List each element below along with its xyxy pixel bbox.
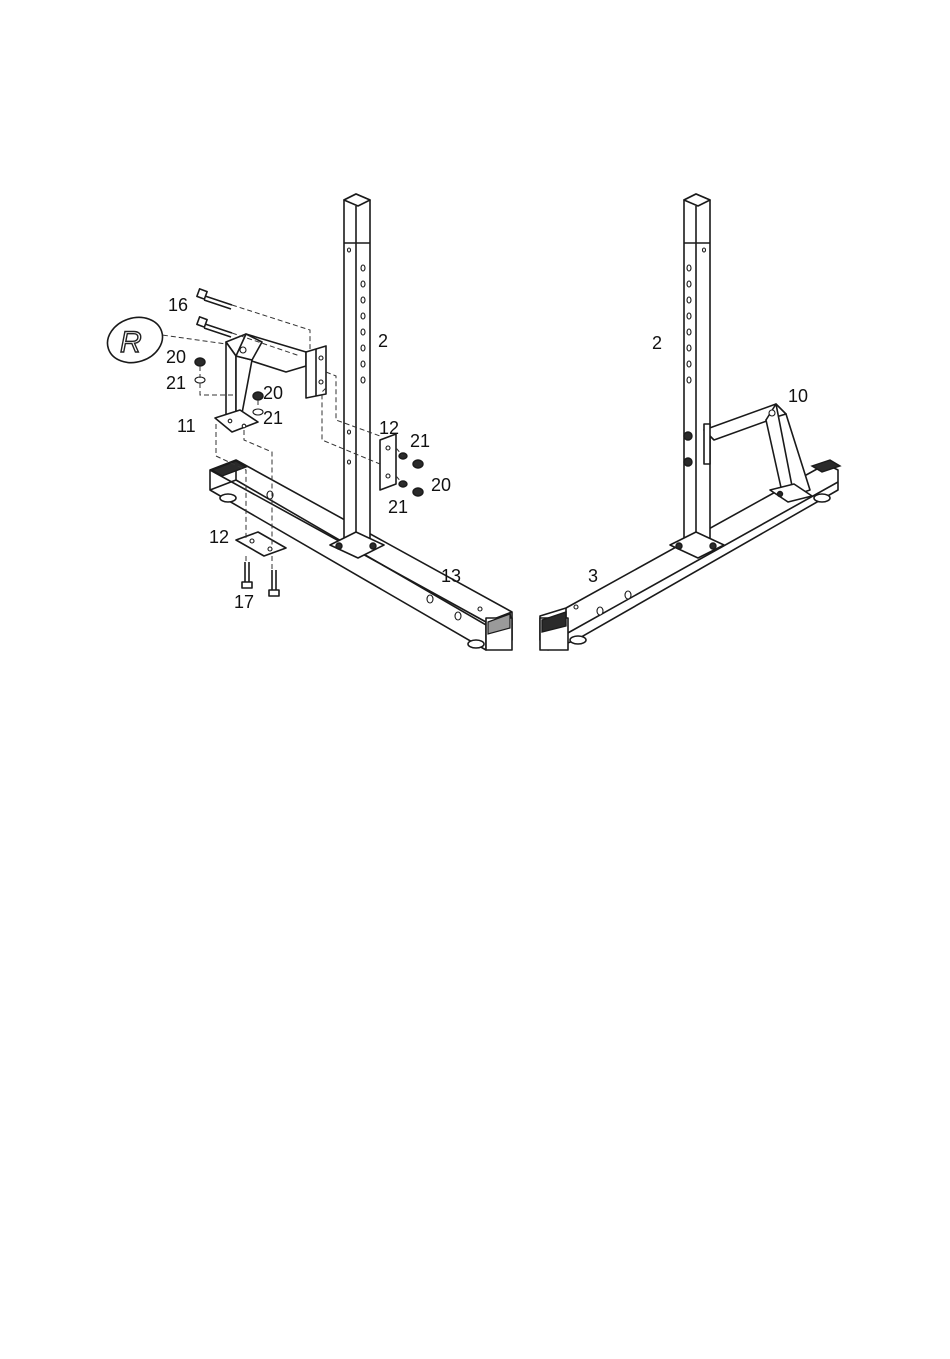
right-assembly bbox=[540, 194, 840, 650]
label-plate-12-lower: 12 bbox=[209, 527, 229, 547]
label-washer-21-c: 21 bbox=[410, 431, 430, 451]
label-plate-12-upper: 12 bbox=[379, 418, 399, 438]
label-right-upright: 2 bbox=[652, 333, 662, 353]
label-base-3: 3 bbox=[588, 566, 598, 586]
label-base-13: 13 bbox=[441, 566, 461, 586]
r-logo-letter: R bbox=[120, 326, 142, 359]
bolts-17 bbox=[242, 562, 279, 596]
plate-12-upper bbox=[380, 434, 396, 490]
label-left-upright: 2 bbox=[378, 331, 388, 351]
r-logo-decal: R bbox=[102, 310, 169, 369]
label-nut-20-a: 20 bbox=[166, 347, 186, 367]
label-bolt-16: 16 bbox=[168, 295, 188, 315]
bolts-16 bbox=[197, 289, 232, 337]
label-support-11: 11 bbox=[177, 416, 196, 436]
label-nut-20-b: 20 bbox=[263, 383, 283, 403]
left-upright-2 bbox=[330, 194, 384, 558]
label-washer-21-a: 21 bbox=[166, 373, 186, 393]
label-washer-21-d: 21 bbox=[388, 497, 408, 517]
label-support-10: 10 bbox=[788, 386, 808, 406]
plate-12-lower bbox=[236, 532, 286, 556]
label-bolt-17: 17 bbox=[234, 592, 254, 612]
plate-fasteners bbox=[399, 453, 423, 496]
label-washer-21-b: 21 bbox=[263, 408, 283, 428]
label-nut-20-c: 20 bbox=[431, 475, 451, 495]
right-upright-2 bbox=[670, 194, 724, 558]
